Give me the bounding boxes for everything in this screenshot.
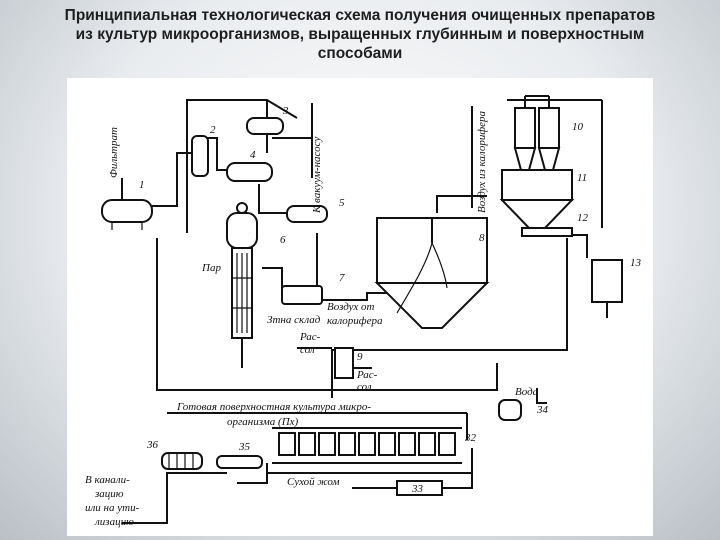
label-culture-1: Готовая поверхностная культура микро- [176,401,371,413]
label-air-from-heater-1: Воздух от [327,301,375,313]
cyclones-10 [513,95,561,171]
exchanger-4 [226,162,273,182]
scheme-labels: Фильтрат К вакуум-насосу Воздух из калор… [85,110,539,528]
vessel-1 [101,199,153,223]
separator-2 [191,135,209,177]
num-12: 12 [577,212,589,224]
num-8: 8 [479,232,485,244]
num-1: 1 [139,179,145,191]
heater-34 [498,399,522,421]
num-34: 34 [536,404,549,416]
pump-7 [281,285,323,305]
evaporator-6 [226,202,258,368]
title-line-2: из культур микроорганизмов, выращенных г… [75,26,645,43]
num-13: 13 [630,257,642,269]
drum-13 [591,259,623,303]
position-numbers: 1 2 3 4 5 6 7 8 9 10 11 12 13 32 33 34 3… [139,105,642,495]
press-33 [396,480,443,496]
num-33: 33 [411,483,424,495]
label-water: Вода [515,386,539,398]
label-to-vacuum-pump: К вакуум-насосу [311,137,323,214]
equipment [101,95,623,496]
title-line-1: Принципиальная технологическая схема пол… [64,7,656,24]
extractors-32 [272,427,462,464]
num-7: 7 [339,272,345,284]
exchanger-5 [286,205,328,223]
slide-title: Принципиальная технологическая схема пол… [0,6,720,63]
num-32: 32 [464,432,477,444]
num-2: 2 [210,124,216,136]
process-scheme: Фильтрат К вакуум-насосу Воздух из калор… [67,78,653,536]
bunker-11 [499,169,575,229]
title-line-3: способами [317,45,403,62]
label-brine-in-2: сол [300,344,315,356]
label-brine-out-1: Рас- [356,369,378,381]
scheme-drawing: Фильтрат К вакуум-насосу Воздух из калор… [85,95,642,528]
spray-dryer-8 [374,217,490,329]
num-10: 10 [572,121,584,133]
num-4: 4 [250,149,256,161]
exchanger-3 [246,117,284,135]
label-brine-out-2: сол [357,381,372,393]
conveyor-35 [216,455,263,469]
num-35: 35 [238,441,251,453]
label-sewer-3: или на ути- [85,502,140,514]
label-culture-2: организма (Пх) [227,416,299,428]
pipelines [121,99,603,524]
label-water-warehouse: Зтна склад [267,314,321,326]
screw-36 [161,452,203,470]
num-11: 11 [577,172,587,184]
label-steam: Пар [201,262,221,274]
feeder-12 [521,227,573,237]
num-5: 5 [339,197,345,209]
label-dry-cake: Сухой жом [287,476,340,488]
num-9: 9 [357,351,363,363]
label-filtrate: Фильтрат [108,127,120,178]
label-air-from-heater-top: Воздух из калорифера [476,110,488,213]
label-sewer-2: зацию [94,488,124,500]
num-3: 3 [282,105,289,117]
label-sewer-4: лизацию [94,516,134,528]
exchanger-9 [334,347,354,379]
label-brine-in-1: Рас- [299,331,321,343]
label-air-from-heater-2: калорифера [327,315,383,327]
num-6: 6 [280,234,286,246]
label-sewer-1: В канали- [85,474,130,486]
num-36: 36 [146,439,159,451]
